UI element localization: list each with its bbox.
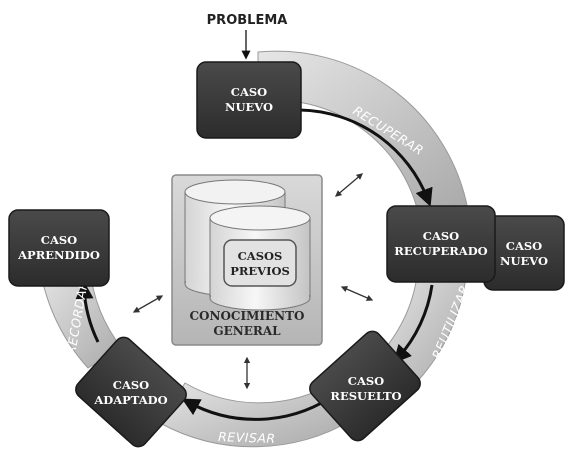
knowledge-panel: CASOS PREVIOS CONOCIMIENTO GENERAL xyxy=(171,174,323,346)
connector-to-recordar xyxy=(132,295,164,313)
node-caso-nuevo-side-line2: NUEVO xyxy=(500,254,548,268)
center-connectors xyxy=(132,173,374,390)
flow-arrow-reutilizar xyxy=(393,284,434,364)
node-caso-nuevo-line2: NUEVO xyxy=(225,100,273,114)
node-caso-resuelto-line2: RESUELTO xyxy=(330,389,401,403)
flow-arrow-recordar xyxy=(75,280,100,343)
node-caso-recuperado-line2: RECUPERADO xyxy=(394,244,487,258)
node-caso-recuperado-line1: CASO xyxy=(423,229,459,243)
problem-label: PROBLEMA xyxy=(207,13,288,28)
node-caso-adaptado-line2: ADAPTADO xyxy=(93,393,167,407)
database-cylinder-front: CASOS PREVIOS xyxy=(209,205,311,311)
flow-arrow-recuperar xyxy=(299,108,433,207)
node-caso-aprendido-line1: CASO xyxy=(41,233,77,247)
casos-previos-line1: CASOS xyxy=(238,249,283,263)
knowledge-label-line1: CONOCIMIENTO xyxy=(190,309,305,323)
node-caso-adaptado: CASO ADAPTADO xyxy=(75,336,187,448)
flow-arrows xyxy=(75,108,434,421)
node-caso-resuelto: CASO RESUELTO xyxy=(309,330,421,442)
step-label-revisar: REVISAR xyxy=(218,429,276,446)
knowledge-label-line2: GENERAL xyxy=(213,324,281,338)
node-caso-nuevo: CASO NUEVO xyxy=(196,61,302,139)
node-caso-nuevo-side-line1: CASO xyxy=(506,239,542,253)
node-caso-aprendido-line2: APRENDIDO xyxy=(17,248,100,262)
node-caso-nuevo-line1: CASO xyxy=(231,85,267,99)
connector-to-reutilizar xyxy=(340,286,374,301)
flow-arrow-revisar xyxy=(181,396,331,421)
connector-to-recuperar xyxy=(335,173,363,197)
node-caso-aprendido: CASO APRENDIDO xyxy=(8,209,110,287)
node-caso-nuevo-side: CASO NUEVO xyxy=(483,215,565,291)
node-caso-adaptado-line1: CASO xyxy=(113,378,149,392)
problem-input: PROBLEMA xyxy=(207,13,288,60)
node-caso-recuperado: CASO RECUPERADO xyxy=(386,205,496,283)
node-caso-resuelto-line1: CASO xyxy=(348,374,384,388)
casos-previos-line2: PREVIOS xyxy=(230,264,290,278)
